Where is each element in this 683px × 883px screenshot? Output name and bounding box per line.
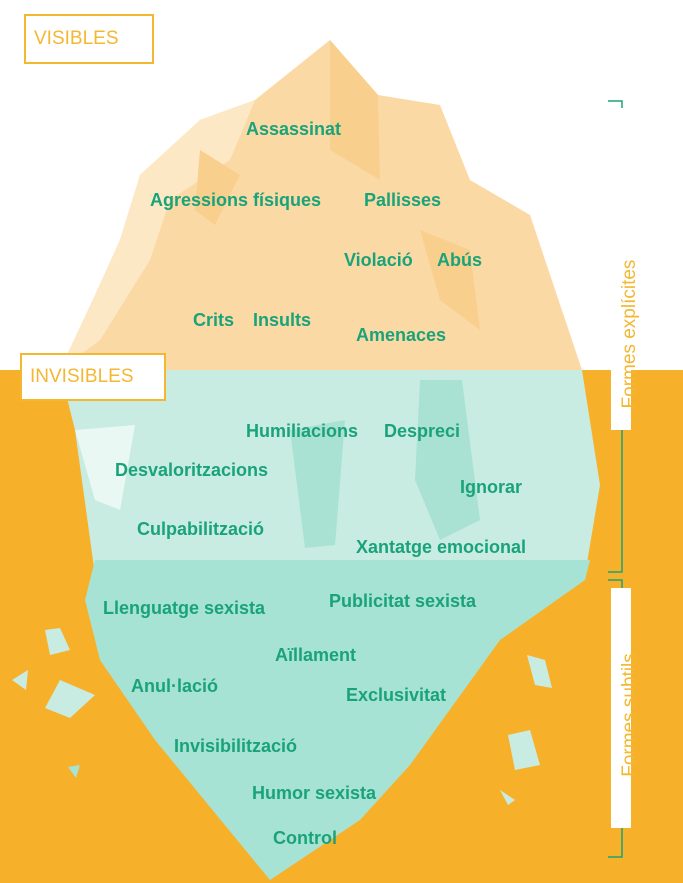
side-label-subtle: Formes subtils bbox=[619, 653, 640, 777]
ice-fragment-3 bbox=[12, 670, 28, 690]
label-publicitat: Publicitat sexista bbox=[329, 591, 477, 611]
ice-fragment-5 bbox=[527, 655, 552, 688]
label-crits: Crits bbox=[193, 310, 235, 330]
label-violacio: Violació bbox=[344, 250, 413, 270]
label-humiliacions: Humiliacions bbox=[246, 421, 359, 441]
label-abus: Abús bbox=[437, 250, 482, 270]
iceberg-tip-shade bbox=[330, 40, 380, 180]
label-culpabilitzacio: Culpabilització bbox=[137, 519, 265, 539]
label-control: Control bbox=[273, 828, 337, 848]
ice-fragment-7 bbox=[500, 790, 515, 805]
iceberg-submerged-facet-2 bbox=[290, 420, 345, 548]
ice-fragment-6 bbox=[508, 730, 540, 770]
iceberg-tip-shade-2 bbox=[420, 230, 480, 330]
label-exclusivitat: Exclusivitat bbox=[346, 685, 447, 705]
iceberg-submerged-facet-3 bbox=[75, 425, 135, 510]
label-ignorar: Ignorar bbox=[460, 477, 523, 497]
label-insults: Insults bbox=[253, 310, 312, 330]
ice-fragment-2 bbox=[45, 680, 95, 718]
invisibles-tag: INVISIBLES bbox=[20, 353, 166, 401]
label-assassinat: Assassinat bbox=[246, 119, 342, 139]
label-pallisses: Pallisses bbox=[364, 190, 442, 210]
side-label-explicit: Formes explícites bbox=[619, 259, 640, 409]
iceberg-submerged-facet bbox=[415, 380, 480, 540]
ice-fragment-1 bbox=[45, 628, 70, 655]
label-anulacio: Anul·lació bbox=[131, 676, 219, 696]
label-aillament: Aïllament bbox=[275, 645, 357, 665]
iceberg-deep bbox=[85, 560, 590, 880]
label-agressions: Agressions físiques bbox=[150, 190, 322, 210]
label-desvaloritzacions: Desvaloritzacions bbox=[115, 460, 269, 480]
label-despreci: Despreci bbox=[384, 421, 461, 441]
label-invisibilitzacio: Invisibilització bbox=[174, 736, 298, 756]
label-amenaces: Amenaces bbox=[356, 325, 447, 345]
label-xantatge: Xantatge emocional bbox=[356, 537, 527, 557]
label-llenguatge: Llenguatge sexista bbox=[103, 598, 266, 618]
ice-fragment-4 bbox=[68, 765, 80, 778]
iceberg-tip-shade-3 bbox=[195, 150, 240, 225]
label-humor: Humor sexista bbox=[252, 783, 377, 803]
visibles-tag: VISIBLES bbox=[24, 14, 154, 64]
